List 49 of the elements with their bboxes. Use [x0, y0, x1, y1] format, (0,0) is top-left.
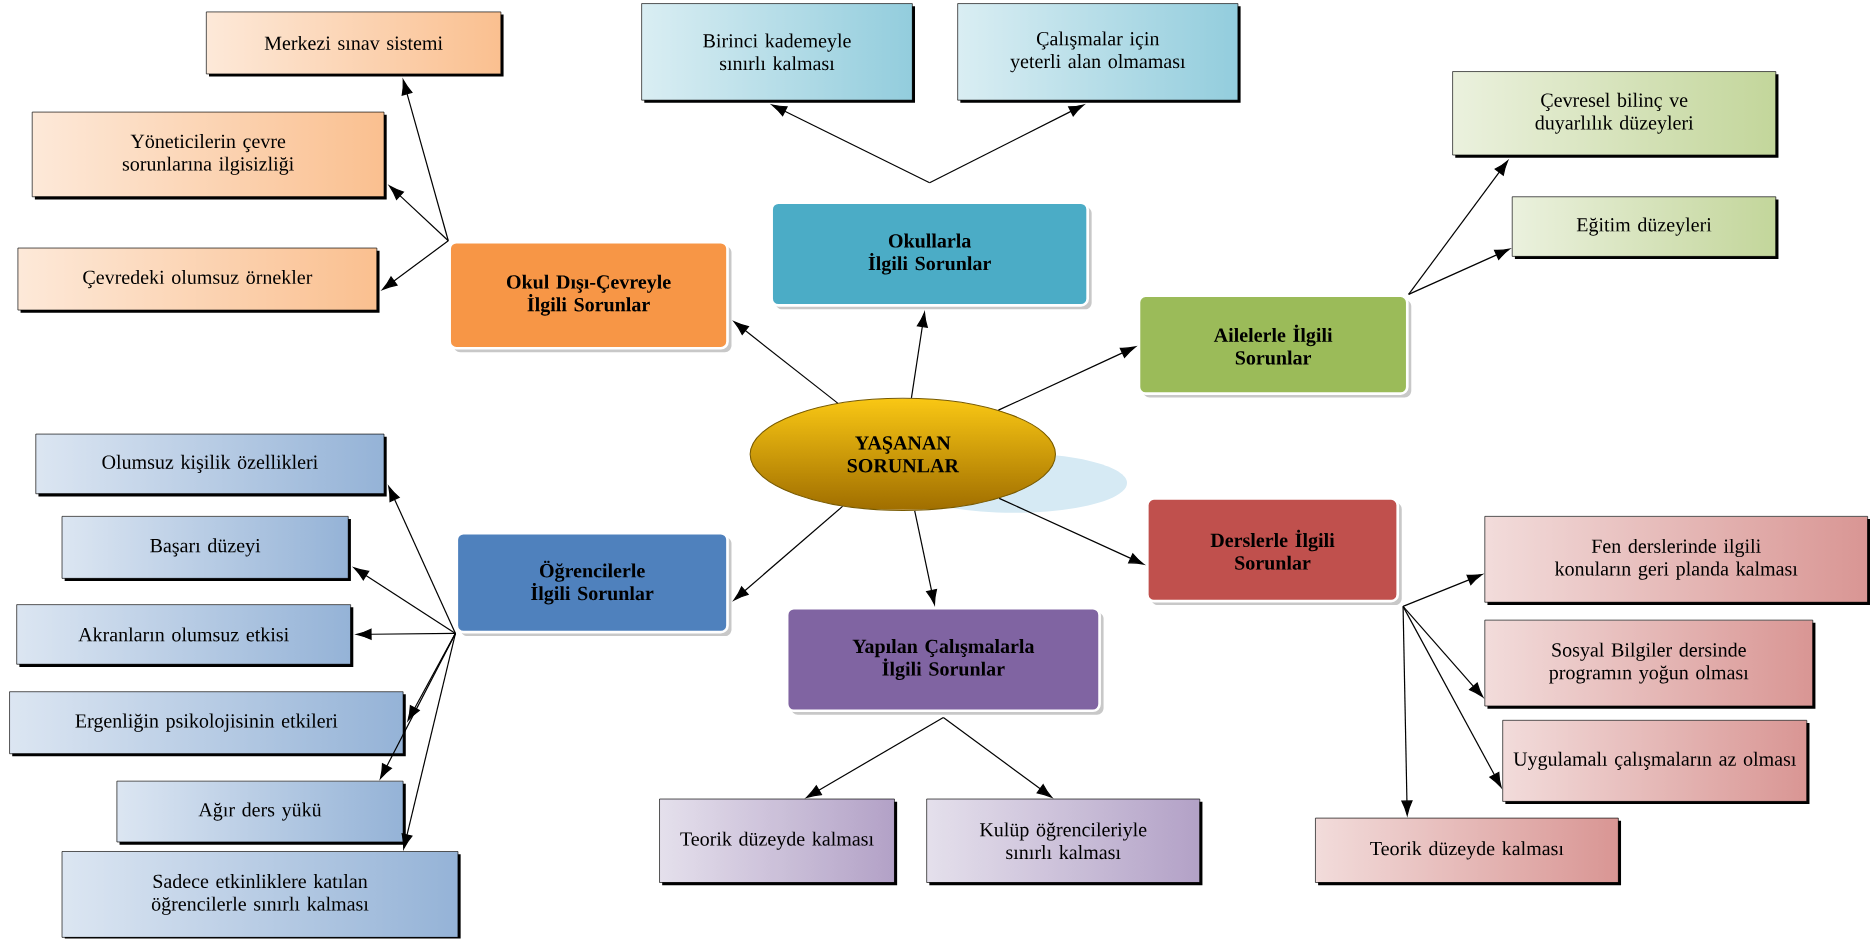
issue-box: Ergenliğin psikolojisinin etkileri [9, 691, 406, 757]
arrow [389, 185, 449, 242]
arrow [1402, 606, 1502, 788]
arrow [401, 633, 457, 850]
arrow [353, 567, 457, 635]
arrow [1402, 606, 1484, 698]
arrow [997, 346, 1136, 411]
issue-box: Başarı düzeyi [61, 516, 351, 582]
issue-box: Teorik düzeyde kalması [1315, 818, 1622, 886]
category-box: Yapılan Çalışmalarla İlgili Sorunlar [785, 607, 1104, 715]
arrow [1402, 574, 1483, 608]
arrow [401, 79, 449, 242]
arrow [998, 497, 1145, 565]
category-box: Ailelerle İlgili Sorunlar [1137, 294, 1412, 398]
issue-box: Sosyal Bilgiler dersinde programın yoğun olması [1484, 620, 1816, 709]
category-box: Okullarla İlgili Sorunlar [770, 201, 1092, 310]
issue-box: Kulüp öğrencileriyle sınırlı kalması [926, 798, 1203, 886]
arrow [382, 240, 449, 291]
arrow [388, 486, 457, 635]
arrow [1401, 606, 1413, 816]
arrow [929, 104, 1085, 184]
issue-box: Sadece etkinliklere katılan öğrencilerle sınırlı kalması [61, 851, 461, 939]
category-box: Derslerle İlgili Sorunlar [1145, 497, 1402, 606]
arrow [910, 312, 928, 399]
category-box: Öğrencilerle İlgili Sorunlar [455, 531, 732, 637]
arrow [356, 628, 457, 641]
arrow [806, 717, 944, 799]
issue-box: Çalışmalar için yeterli alan olmaması [957, 3, 1241, 104]
issue-box: Uygulamalı çalışmaların az olması [1502, 720, 1810, 805]
issue-box: Akranların olumsuz etkisi [16, 604, 354, 668]
issue-box: Ağır ders yükü [116, 781, 406, 845]
issue-box: Çevredeki olumsuz örnekler [17, 247, 380, 313]
arrow [771, 104, 931, 184]
arrow [733, 321, 839, 404]
arrow [733, 506, 844, 601]
issue-box: Olumsuz kişilik özellikleri [35, 433, 387, 497]
issue-box: Eğitim düzeyleri [1511, 196, 1779, 260]
arrow [379, 633, 457, 780]
issue-box: Fen derslerinde ilgili konuların geri planda kalması [1484, 516, 1870, 606]
category-box: Okul Dışı-Çevreyle İlgili Sorunlar [448, 240, 732, 353]
issue-box: Merkezi sınav sistemi [206, 11, 504, 77]
issue-box: Çevresel bilinç ve duyarlılık düzeyleri [1452, 71, 1779, 158]
arrow [942, 717, 1053, 798]
issue-box: Teorik düzeyde kalması [659, 798, 898, 886]
issue-box: Yöneticilerin çevre sorunlarına ilgisizliği [31, 111, 387, 200]
arrow [914, 510, 938, 606]
issue-box: Birinci kademeyle sınırlı kalması [641, 3, 915, 104]
arrow [1408, 248, 1511, 296]
arrow [1408, 160, 1509, 296]
